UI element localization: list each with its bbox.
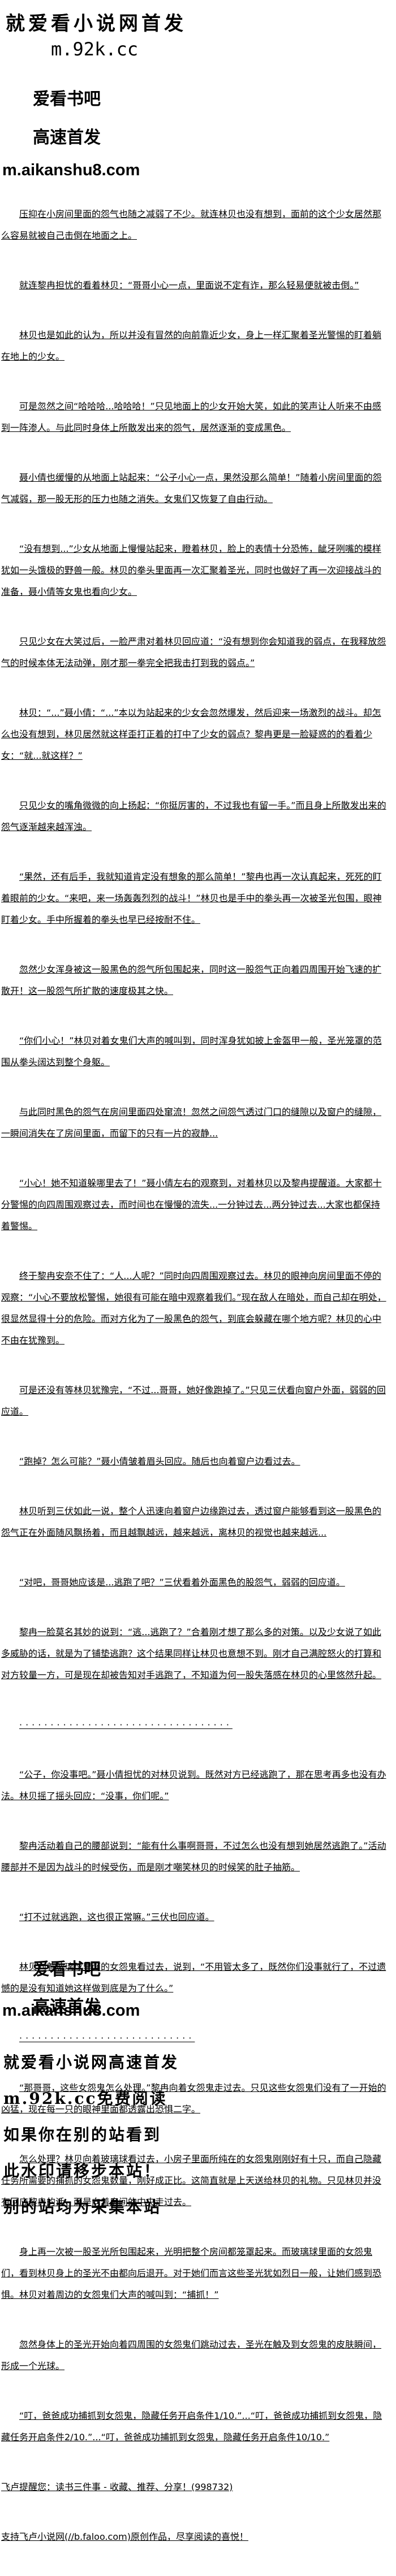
footer-watermark-line: m.92k.cc免费阅读 (3, 2089, 167, 2108)
paragraph: 忽然少女浑身被这一股黑色的怨气所包围起来，同时这一股怨气正向着四周围开始飞速的扩… (1, 964, 382, 996)
paragraph: “跑掉？怎么可能？”聂小倩皱着眉头回应。随后也向着窗户边看过去。 (19, 1456, 300, 1467)
paragraph: 林贝向着玻璃球里面的女怨鬼看过去，说到，“不用管太多了，既然你们没事就行了，不过… (1, 1961, 386, 1994)
paragraph: “果然，还有后手，我就知道肯定没有想象的那么简单！”黎冉也再一次认真起来，死死的… (1, 871, 382, 925)
footer-url: m.aikanshu8.com (2, 2002, 140, 2020)
header-watermark-line1: 就爱看小说网首发 (6, 12, 187, 35)
paragraph: 身上再一次被一股圣光所包围起来，光明把整个房间都笼罩起来。而玻璃球里面的女怨鬼们… (1, 2246, 382, 2300)
paragraph: 黎冉活动着自己的腰部说到：“能有什么事啊哥哥，不过怎么也没有想到她居然逃跑了。”… (1, 1840, 386, 1873)
footer-watermark-line: 别的站均为采集本站 (3, 2198, 162, 2216)
paragraph: 忽然身体上的圣光开始向着四周围的女怨鬼们跳动过去，圣光在触及到女怨鬼的皮肤瞬间，… (1, 2339, 382, 2371)
footer-watermark-line: 如果你在别的站看到 (3, 2125, 162, 2144)
paragraph: 黎冉一脸莫名其妙的说到：“逃...逃跑了？”合着刚才想了那么多的对策。以及少女说… (1, 1627, 382, 1680)
footer-brand: 爱看书吧 (33, 1960, 101, 1979)
reminder-notice: 飞卢提醒您：读书三件事 - 收藏、推荐、分享！(998732) (1, 2482, 233, 2492)
paragraph: 林贝：“...”聂小倩：“...”本以为站起来的少女会忽然爆发，然后迎来一场激烈… (1, 707, 381, 761)
paragraph: 与此同时黑色的怨气在房间里面四处窜流！忽然之间怨气透过门口的缝隙以及窗户的缝隙，… (1, 1107, 382, 1139)
header-tagline: 高速首发 (33, 128, 101, 147)
scene-separator: ···························· (19, 2033, 195, 2043)
footer-watermark-line: 就爱看小说网高速首发 (3, 2053, 179, 2072)
header-brand: 爱看书吧 (33, 90, 101, 109)
paragraph: 林贝听到三伏如此一说，整个人迅速向着窗户边缘跑过去，透过窗户能够看到这一股黑色的… (1, 1506, 382, 1538)
paragraph: 可是忽然之间“哈哈哈...哈哈哈！”只见地面上的少女开始大笑，如此的笑声让人听来… (1, 401, 381, 433)
paragraph: “你们小心！”林贝对着女鬼们大声的喊叫到，同时浑身犹如披上金盔甲一般，圣光笼罩的… (1, 1035, 382, 1067)
scene-separator: ·································· (19, 1719, 233, 1730)
paragraph: “公子，你没事吧。”聂小倩担忧的对林贝说到。既然对方已经逃跑了，那在思考再多也没… (1, 1769, 386, 1801)
header-watermark-line2: m.92k.cc (51, 38, 139, 60)
paragraph: “没有想到...”少女从地面上慢慢站起来，瞪着林贝，脸上的表情十分恐怖，龇牙咧嘴… (1, 543, 382, 597)
footer-tagline: 高速首发 (33, 1998, 101, 2016)
paragraph: 可是还没有等林贝犹豫完，“不过...哥哥，她好像跑掉了。”只见三伏看向窗户外面，… (1, 1385, 386, 1417)
paragraph: “叮，爸爸成功捕抓到女怨鬼，隐藏任务开启条件1/10.”...“叮，爸爸成功捕抓… (1, 2410, 382, 2443)
paragraph: “打不过就逃跑，这也很正常嘛。”三伏也回应道。 (19, 1912, 214, 1922)
paragraph: 就连黎冉担忧的看着林贝：“哥哥小心一点，里面说不定有诈，那么轻易便就被击倒。” (19, 280, 359, 291)
paragraph: “那哥哥，这些女怨鬼怎么处理。”黎冉向着女怨鬼走过去。只见这些女怨鬼们没有了一开… (1, 2082, 386, 2115)
header-url: m.aikanshu8.com (2, 161, 140, 179)
paragraph: 林贝也是如此的认为，所以并没有冒然的向前靠近少女，身上一样汇聚着圣光警惕的盯着躺… (1, 330, 382, 362)
paragraph: 压抑在小房间里面的怨气也随之减弱了不少。就连林贝也没有想到，面前的这个少女居然那… (1, 209, 382, 241)
paragraph: “小心！她不知道躲哪里去了！”聂小倩左右的观察到，对着林贝以及黎冉提醒道。大家都… (1, 1178, 382, 1231)
footer-watermark-line: 此水印请移步本站！ (3, 2162, 162, 2180)
footer-watermark: 就爱看小说网高速首发 m.92k.cc免费阅读 如果你在别的站看到 此水印请移步… (3, 2052, 179, 2233)
paragraph: 聂小倩也缓慢的从地面上站起来：“公子小心一点，果然没那么简单！”随着小房间里面的… (1, 472, 382, 504)
support-notice[interactable]: 支持飞卢小说网(//b.faloo.com)原创作品，尽享阅读的喜悦！ (1, 2531, 248, 2542)
paragraph: 只见少女的嘴角微微的向上扬起：“你挺厉害的，不过我也有留一手。”而且身上所散发出… (1, 800, 386, 832)
paragraph: 终于黎冉安奈不住了：“人...人呢？”同时向四周围观察过去。林贝的眼神向房间里面… (1, 1270, 386, 1346)
paragraph: 只见少女在大笑过后，一脸严肃对着林贝回应道：“没有想到你会知道我的弱点，在我释放… (1, 636, 386, 668)
paragraph: “对吧，哥哥她应该是...逃跑了吧？”三伏看着外面黑色的股怨气，弱弱的回应道。 (19, 1577, 345, 1588)
